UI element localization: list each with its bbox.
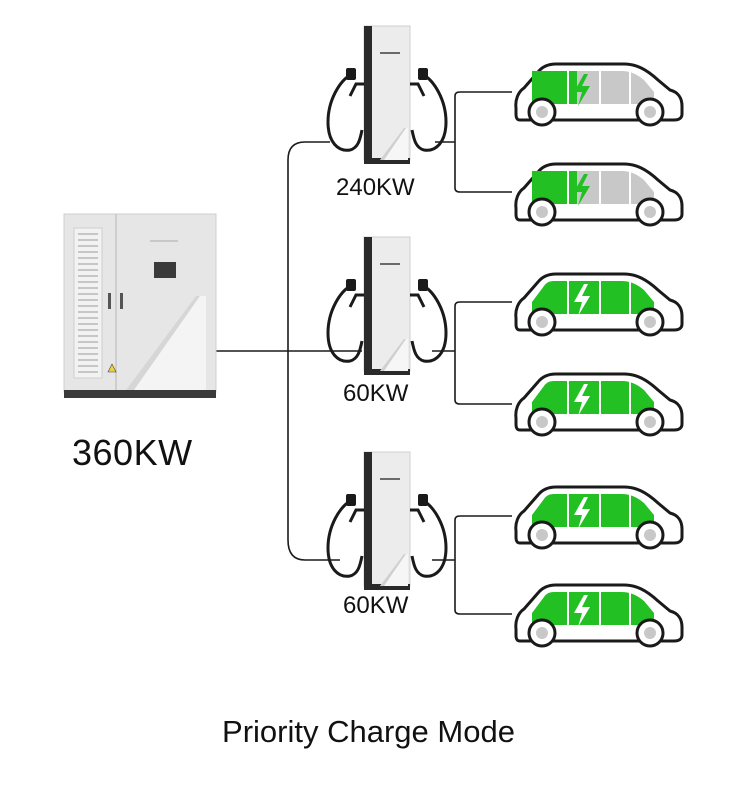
bolt-icon	[574, 595, 590, 627]
bolt-icon	[574, 174, 590, 206]
charger-1-power-label: 240KW	[336, 174, 415, 201]
charger-3-power-label: 60KW	[343, 592, 409, 619]
power-cabinet	[63, 213, 217, 398]
car-2	[514, 162, 684, 227]
bolt-icon	[574, 497, 590, 529]
cabinet-power-label: 360KW	[72, 432, 193, 473]
charger-2-power-label: 60KW	[343, 380, 409, 407]
car-1	[514, 62, 684, 127]
diagram-caption: Priority Charge Mode	[222, 714, 515, 749]
car-4	[514, 372, 684, 437]
bolt-icon	[574, 74, 590, 106]
car-6	[514, 583, 684, 648]
bolt-icon	[574, 284, 590, 316]
charger-unit-2	[326, 236, 448, 375]
car-3	[514, 272, 684, 337]
charger-unit-3	[326, 451, 448, 590]
charger-unit-1	[326, 25, 448, 164]
car-5	[514, 485, 684, 550]
bolt-icon	[574, 384, 590, 416]
